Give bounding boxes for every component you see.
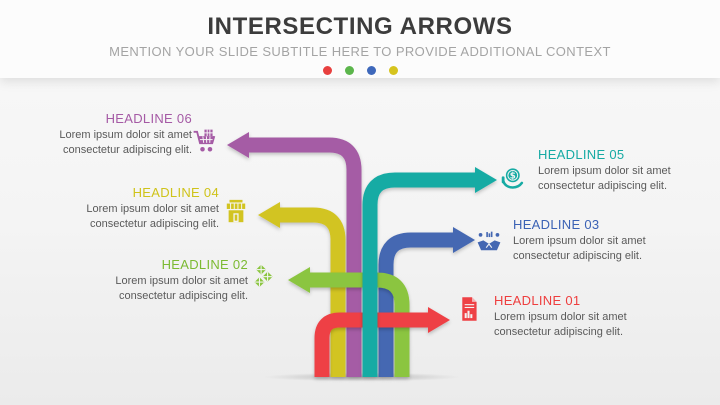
item-body-text: Lorem ipsum dolor sit amet consectetur a… — [86, 203, 219, 230]
arrowhead-left-icon — [258, 202, 280, 228]
packages-icon — [250, 265, 276, 291]
item-headline: HEADLINE 04 — [132, 185, 219, 200]
dot-blue-icon — [366, 66, 376, 75]
item-headline-01: HEADLINE 01 Lorem ipsum dolor sit amet c… — [494, 292, 669, 340]
money-hand-icon: $ — [500, 166, 526, 192]
dot-green-icon — [344, 66, 354, 75]
arrow-04 — [258, 202, 346, 377]
item-body-text: Lorem ipsum dolor sit amet consectetur a… — [513, 235, 646, 262]
dot-yellow-icon — [388, 66, 398, 75]
storefront-icon — [223, 199, 249, 225]
ground-shadow — [262, 372, 462, 382]
shopping-cart-icon — [192, 128, 218, 154]
item-body-text: Lorem ipsum dolor sit amet consectetur a… — [115, 275, 248, 302]
report-icon — [456, 296, 482, 322]
slide-header: INTERSECTING ARROWS MENTION YOUR SLIDE S… — [0, 0, 720, 78]
arrowhead-left-icon — [227, 132, 249, 158]
item-headline-02: HEADLINE 02 Lorem ipsum dolor sit amet c… — [73, 256, 248, 304]
svg-text:$: $ — [510, 171, 516, 181]
item-headline: HEADLINE 05 — [538, 147, 625, 162]
item-body-text: Lorem ipsum dolor sit amet consectetur a… — [494, 311, 627, 338]
item-body-text: Lorem ipsum dolor sit amet consectetur a… — [538, 165, 671, 192]
page-title: INTERSECTING ARROWS — [207, 13, 513, 40]
item-headline-06: HEADLINE 06 Lorem ipsum dolor sit amet c… — [17, 110, 192, 158]
handshake-icon — [476, 231, 502, 257]
arrow-03 — [378, 227, 475, 377]
arrow-06 — [227, 132, 362, 377]
item-headline: HEADLINE 06 — [105, 111, 192, 126]
arrowhead-right-icon — [475, 167, 497, 193]
slide-subtitle: MENTION YOUR SLIDE SUBTITLE HERE TO PROV… — [109, 44, 611, 59]
arrowhead-right-icon — [453, 227, 475, 253]
arrowhead-right-icon — [428, 307, 450, 333]
item-headline-05: HEADLINE 05 Lorem ipsum dolor sit amet c… — [538, 146, 713, 194]
item-headline: HEADLINE 03 — [513, 217, 600, 232]
item-headline-04: HEADLINE 04 Lorem ipsum dolor sit amet c… — [44, 184, 219, 232]
arrow-05 — [362, 167, 497, 377]
dot-red-icon — [322, 66, 332, 75]
arrowhead-left-icon — [288, 267, 310, 293]
divider-dots — [0, 66, 720, 75]
item-headline: HEADLINE 02 — [161, 257, 248, 272]
item-headline: HEADLINE 01 — [494, 293, 581, 308]
item-body-text: Lorem ipsum dolor sit amet consectetur a… — [59, 129, 192, 156]
item-headline-03: HEADLINE 03 Lorem ipsum dolor sit amet c… — [513, 216, 688, 264]
